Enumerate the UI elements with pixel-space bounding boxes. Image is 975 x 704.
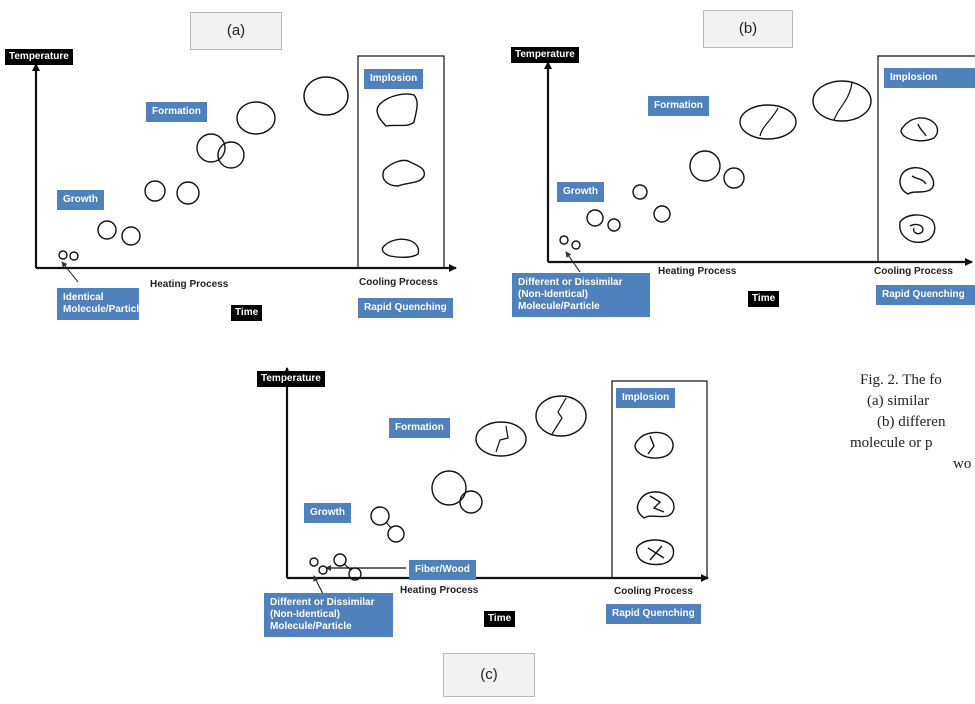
panel-a-particle	[303, 76, 349, 116]
panel-b-temperature-label: Temperature	[511, 47, 579, 63]
panel-b-molecule-pointer	[565, 251, 581, 273]
panel-a-heating-label: Heating Process	[150, 279, 229, 290]
panel-b-split-line	[833, 81, 853, 121]
panel-b-particle	[632, 184, 648, 200]
panel-b-formation-label: Formation	[648, 96, 709, 116]
panel-c-fiber-label: Fiber/Wood	[409, 560, 476, 580]
panel-a-formation-label: Formation	[146, 102, 207, 122]
panel-b-particle	[607, 218, 621, 232]
panel-b-particle	[653, 205, 671, 223]
caption-line-5: wo	[953, 456, 972, 472]
panel-c-implosion-label: Implosion	[616, 388, 676, 408]
panel-c-imploded-particle	[634, 431, 674, 459]
panel-c-molecule-pointer	[313, 575, 325, 597]
panel-c-diagram	[283, 367, 709, 597]
panel-a-imploded-particle	[376, 93, 418, 127]
caption-line-4: molecule or p	[850, 435, 933, 451]
panel-a-particle	[176, 181, 200, 205]
panel-a-particle	[196, 133, 226, 163]
panel-c-particle	[318, 565, 328, 575]
panel-c-particle	[333, 553, 347, 567]
panel-b-molecule-label: Different or Dissimilar (Non-Identical) …	[512, 273, 650, 317]
panel-b-particle	[723, 167, 745, 189]
panel-c-particle	[535, 395, 587, 437]
panel-a-implosion-label: Implosion	[364, 69, 424, 89]
panel-c-bridge	[385, 521, 392, 529]
caption-line-2: (a) similar	[867, 393, 930, 409]
panel-c-time-label: Time	[484, 611, 516, 627]
panel-a-particle	[144, 180, 166, 202]
panel-b-time-label: Time	[748, 291, 780, 307]
panel-c-particle	[348, 567, 362, 581]
figure-caption: Fig. 2. The fo (a) similar (b) differen …	[850, 370, 975, 475]
panel-c-molecule-label: Different or Dissimilar (Non-Identical) …	[264, 593, 393, 637]
panel-c-particle	[387, 525, 405, 543]
panel-b-split-line	[759, 107, 779, 137]
panel-c-imploded-particle	[635, 539, 675, 566]
panel-c-imploded-particle	[636, 491, 675, 519]
panel-c-temperature-label: Temperature	[257, 371, 325, 387]
panel-a-molecule-pointer	[61, 261, 79, 283]
panel-a-particle	[236, 101, 276, 135]
panel-b-quench-label: Rapid Quenching	[876, 285, 975, 305]
panel-c-particle	[431, 470, 467, 506]
panel-a-particle	[121, 226, 141, 246]
panel-a-cooling-label: Cooling Process	[359, 277, 438, 288]
panel-b-growth-label: Growth	[557, 182, 604, 202]
panel-a-particle	[58, 250, 68, 260]
panel-a-cooling-box	[357, 55, 445, 269]
panel-c-particle	[475, 421, 527, 457]
panel-b-particle	[689, 150, 721, 182]
panel-b-implosion-label: Implosion	[884, 68, 975, 88]
panel-c-growth-label: Growth	[304, 503, 351, 523]
panel-a-growth-label: Growth	[57, 190, 104, 210]
panel-b-particle	[812, 80, 872, 122]
panel-c-particle	[459, 490, 483, 514]
panel-a-molecule-label: Identical Molecule/Particle	[57, 288, 145, 320]
panel-c-crack	[495, 425, 509, 453]
caption-line-1: Fig. 2. The fo	[860, 372, 942, 388]
panel-b-particle	[559, 235, 569, 245]
panel-a-quench-label: Rapid Quenching	[358, 298, 453, 318]
panel-c-heating-label: Heating Process	[400, 585, 479, 596]
panel-c-cooling-box	[611, 380, 708, 579]
panel-c-crack	[551, 397, 567, 435]
panel-c-quench-label: Rapid Quenching	[606, 604, 701, 624]
panel-b-particle	[571, 240, 581, 250]
panel-b-cooling-label: Cooling Process	[874, 266, 953, 277]
panel-b-diagram	[544, 55, 975, 273]
panel-c-tag: (c)	[443, 653, 535, 697]
panel-b-cooling-box	[877, 55, 975, 262]
panel-b-imploded-particle	[899, 167, 935, 195]
caption-line-3: (b) differen	[877, 414, 946, 430]
panel-b-imploded-particle	[900, 117, 939, 142]
panel-b-particle	[739, 104, 797, 140]
panel-c-bridge	[343, 563, 352, 571]
panel-b-particle	[586, 209, 604, 227]
panel-b-imploded-particle	[899, 214, 936, 243]
panel-a-imploded-particle	[381, 238, 420, 259]
panel-b-heating-label: Heating Process	[658, 266, 737, 277]
panel-b-tag: (b)	[703, 10, 793, 48]
panel-c-cooling-label: Cooling Process	[614, 586, 693, 597]
panel-c-particle	[309, 557, 319, 567]
panel-a-diagram	[32, 55, 457, 283]
panel-a-imploded-particle	[382, 159, 425, 187]
panel-a-temperature-label: Temperature	[5, 49, 73, 65]
panel-a-particle	[69, 251, 79, 261]
panel-a-time-label: Time	[231, 305, 263, 321]
panel-c-particle	[370, 506, 390, 526]
panel-c-formation-label: Formation	[389, 418, 450, 438]
panel-a-particle	[97, 220, 117, 240]
panel-a-particle	[217, 141, 245, 169]
panel-a-tag: (a)	[190, 12, 282, 50]
